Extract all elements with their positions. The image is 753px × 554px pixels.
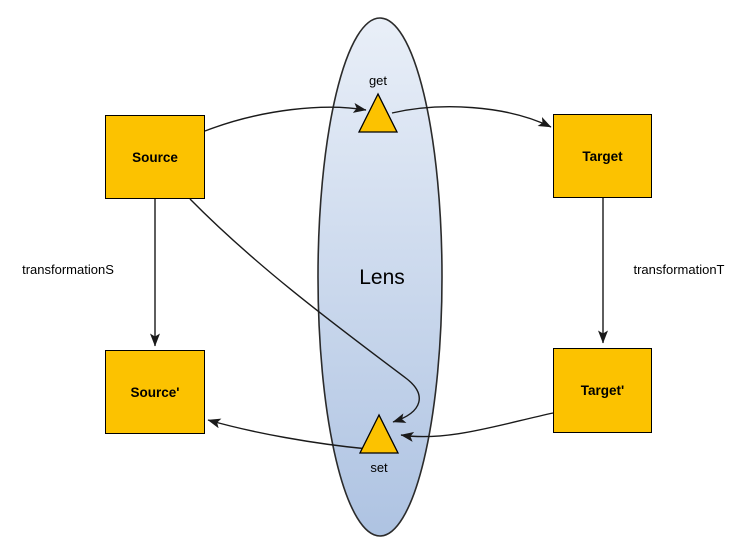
edge-source-to-get: [204, 102, 367, 132]
edge-target-prime-to-set: [400, 412, 554, 442]
node-target: Target: [553, 114, 652, 198]
node-source-prime: Source': [105, 350, 205, 434]
node-target-prime: Target': [553, 348, 652, 433]
lens-label: Lens: [359, 266, 405, 289]
lens-ellipse: [317, 17, 443, 537]
get-label: get: [368, 73, 388, 88]
set-triangle-icon: [358, 413, 400, 454]
edge-set-to-source-prime: [207, 418, 369, 450]
edge-get-to-target: [391, 106, 552, 128]
node-source: Source: [105, 115, 205, 199]
get-triangle-icon: [357, 92, 399, 133]
transformation-s-label: transformationS: [22, 262, 114, 277]
edge-source-to-set: [189, 198, 420, 423]
transformation-t-label: transformationT: [633, 262, 725, 277]
set-label: set: [370, 460, 388, 475]
